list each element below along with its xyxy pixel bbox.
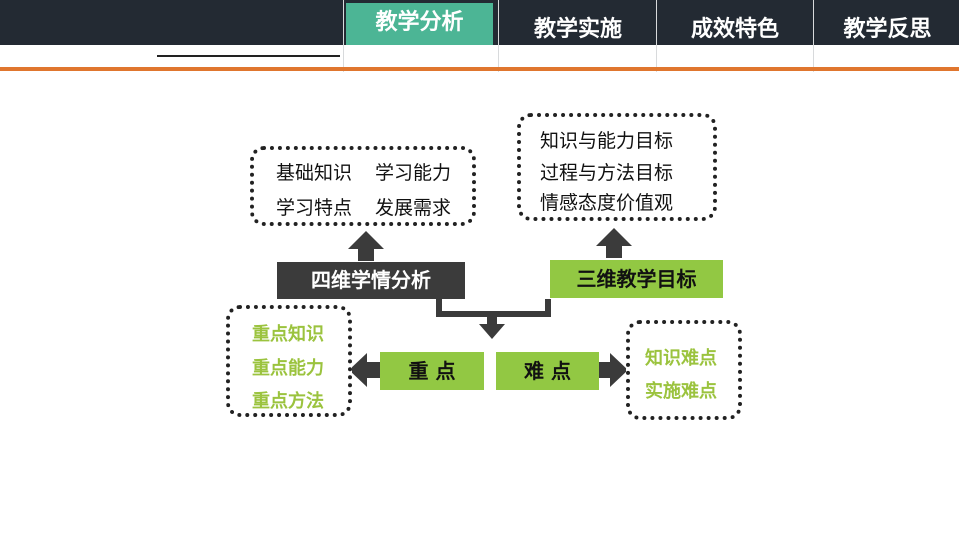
learner-item: 发展需求 — [375, 197, 452, 219]
goal-item: 情感态度价值观 — [540, 192, 674, 214]
arrow-up-icon — [596, 228, 632, 258]
nav-separator — [813, 0, 814, 72]
bracket-right-tick — [545, 299, 551, 317]
nav-separator — [343, 0, 344, 72]
key-point-item: 重点知识 — [252, 324, 324, 345]
bracket-horizontal — [436, 311, 551, 317]
difficult-point-item: 知识难点 — [645, 348, 717, 369]
arrow-down-icon — [479, 324, 505, 339]
learner-item: 学习特点 — [276, 197, 353, 219]
key-point-item: 重点方法 — [252, 391, 324, 412]
teaching-goals-label: 三维教学目标 — [550, 260, 723, 298]
learner-analysis-box — [250, 146, 476, 226]
difficult-point-item: 实施难点 — [645, 381, 717, 402]
arrow-right-icon — [599, 353, 628, 387]
difficult-points-label: 难 点 — [496, 352, 599, 390]
teaching-goals-box — [517, 113, 717, 221]
nav-separator — [656, 0, 657, 72]
key-points-box — [226, 305, 352, 417]
learner-item: 学习能力 — [375, 162, 452, 184]
tab-teaching-reflection[interactable]: 教学反思 — [843, 17, 932, 42]
key-points-label: 重 点 — [380, 352, 484, 390]
difficult-points-box — [626, 320, 742, 420]
learner-item: 基础知识 — [276, 162, 353, 184]
title-underline — [157, 55, 340, 57]
accent-divider — [0, 67, 959, 71]
goal-item: 知识与能力目标 — [540, 130, 674, 152]
tab-teaching-analysis[interactable]: 教学分析 — [346, 3, 493, 45]
tab-teaching-implementation[interactable]: 教学实施 — [533, 17, 622, 42]
key-point-item: 重点能力 — [252, 358, 324, 379]
learner-analysis-label: 四维学情分析 — [277, 262, 465, 299]
tab-results-features[interactable]: 成效特色 — [690, 17, 779, 42]
bracket-left-tick — [436, 299, 442, 317]
bracket-stem — [487, 317, 497, 325]
arrow-left-icon — [349, 353, 380, 387]
goal-item: 过程与方法目标 — [540, 162, 674, 184]
nav-separator — [498, 0, 499, 72]
arrow-up-icon — [348, 231, 384, 261]
